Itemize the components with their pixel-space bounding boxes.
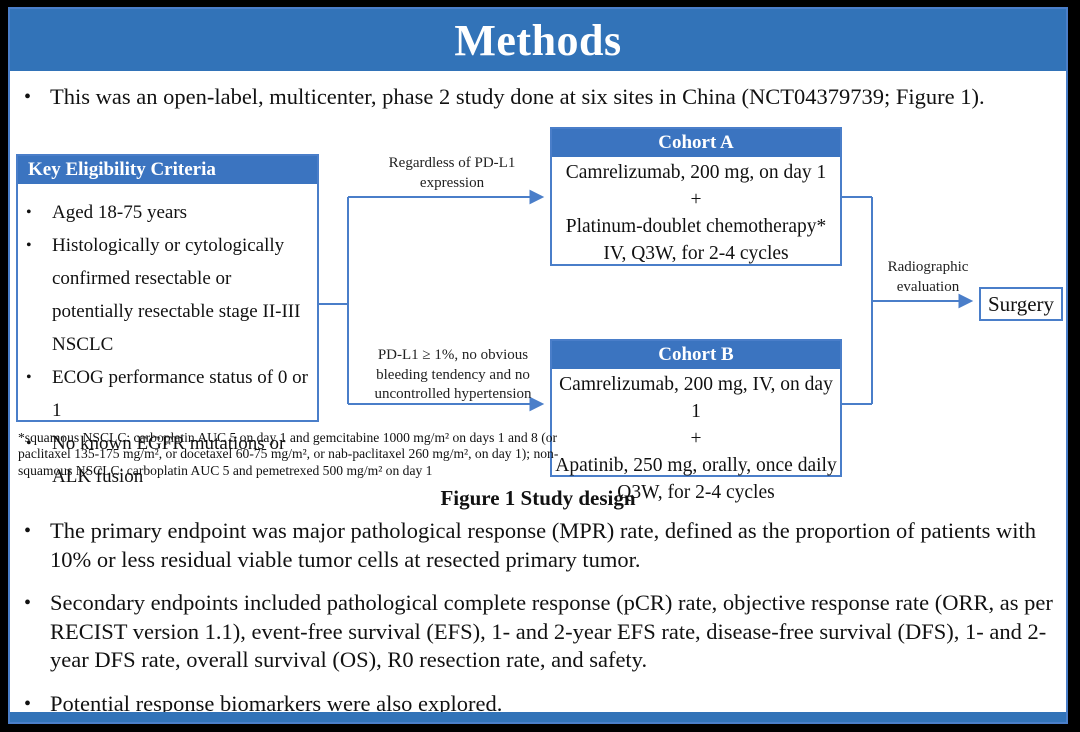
- bottom-accent-bar: [10, 712, 1066, 722]
- eligibility-header: Key Eligibility Criteria: [18, 156, 317, 184]
- bullet-icon: •: [26, 369, 32, 386]
- bullet-icon: •: [24, 692, 32, 715]
- cohort-b-body: Camrelizumab, 200 mg, IV, on day 1 + Apa…: [555, 374, 837, 503]
- list-item: • Secondary endpoints included pathologi…: [24, 590, 1053, 672]
- slide-title-bar: Methods: [10, 9, 1066, 71]
- list-item: •Histologically or cytologically confirm…: [26, 229, 313, 361]
- cohort-a-box: Cohort A Camrelizumab, 200 mg, on day 1 …: [550, 127, 842, 266]
- radiographic-evaluation-label: Radiographic evaluation: [887, 259, 969, 295]
- cohort-b-box: Cohort B Camrelizumab, 200 mg, IV, on da…: [550, 339, 842, 503]
- eligibility-list: •Aged 18-75 years •Histologically or cyt…: [18, 184, 317, 493]
- intro-bullet: • This was an open-label, multicenter, p…: [24, 82, 1056, 112]
- list-item: • Potential response biomarkers were als…: [24, 690, 1056, 719]
- cohort-a-header: Cohort A: [552, 129, 840, 157]
- cohort-a-body: Camrelizumab, 200 mg, on day 1 + Platinu…: [565, 162, 827, 264]
- list-item: •ECOG performance status of 0 or 1: [26, 361, 313, 427]
- slide: Methods • This was an open-label, multic…: [8, 7, 1068, 724]
- page-title: Methods: [454, 15, 622, 65]
- surgery-box: Surgery: [979, 287, 1063, 321]
- intro-bullet-text: This was an open-label, multicenter, pha…: [50, 84, 985, 109]
- bullet-icon: •: [26, 204, 32, 221]
- bullet-icon: •: [26, 435, 32, 452]
- list-item: •Aged 18-75 years: [26, 196, 313, 229]
- branch-label-cohort-b: PD-L1 ≥ 1%, no obvious bleeding tendency…: [374, 347, 532, 402]
- bullet-icon: •: [24, 86, 32, 108]
- chemotherapy-footnote: *squamous NSCLC: carboplatin AUC 5 on da…: [18, 430, 559, 478]
- figure-caption: Figure 1 Study design: [440, 486, 636, 510]
- bullet-icon: •: [24, 520, 32, 542]
- list-item: • The primary endpoint was major patholo…: [24, 518, 1037, 572]
- bullet-icon: •: [26, 237, 32, 254]
- bullet-icon: •: [24, 592, 32, 614]
- endpoint-bullets: • The primary endpoint was major patholo…: [24, 517, 1056, 732]
- eligibility-box: Key Eligibility Criteria •Aged 18-75 yea…: [16, 154, 319, 487]
- list-item: •No known EGFR mutations or ALK fusion: [26, 427, 313, 493]
- branch-label-cohort-a: Regardless of PD-L1 expression: [388, 155, 516, 191]
- cohort-b-header: Cohort B: [552, 341, 840, 369]
